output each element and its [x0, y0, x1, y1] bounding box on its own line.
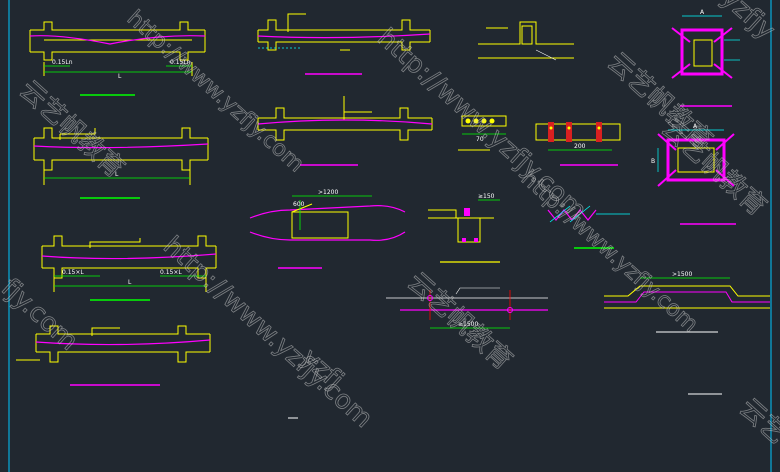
dim-0-15ln-b: 0.15Ln: [170, 59, 191, 66]
watermark-frag-2: fjy.com: [0, 273, 84, 357]
watermark-url-4: http://www.yzfjy.com: [516, 166, 703, 338]
beam-detail-5: [257, 13, 431, 75]
rebar-detail-15: ≥1500: [386, 287, 548, 329]
beam-detail-2: L: [33, 127, 209, 199]
dim-A-1: A: [700, 9, 705, 16]
drawing-frame: [8, 0, 772, 472]
slab-detail-16: >1500: [288, 271, 770, 419]
watermark-url-2: http://www.yzfjy.com: [157, 231, 378, 434]
beam-detail-1: 0.15Ln 0.15Ln L: [29, 21, 206, 96]
dim-L-3: L: [128, 279, 132, 286]
dim-1500-b: ≥1500: [458, 321, 478, 328]
column-detail-11: A: [671, 9, 740, 107]
dim-150: ≥150: [478, 193, 495, 200]
watermark-url-3: http://www.yzfjy.com: [122, 6, 309, 178]
section-detail-10: 200: [535, 122, 621, 166]
watermark-brand-3: 云艺帆教育: [401, 267, 518, 376]
dim-1200: >1200: [318, 189, 338, 196]
dim-B: B: [651, 158, 655, 165]
dim-1500-a: >1500: [672, 271, 692, 278]
beam-detail-4: [16, 325, 211, 386]
watermark-frag-3: 云艺: [733, 393, 780, 450]
slab-detail-13: ≥150: [428, 193, 500, 263]
beam-detail-6: [257, 96, 433, 166]
beam-detail-7: >1200 600: [249, 189, 406, 269]
dim-0-15xl-b: 0.15×L: [160, 269, 182, 276]
column-detail-12: A B: [651, 123, 736, 225]
dim-A-2: A: [693, 123, 698, 130]
rebar-detail-14: [547, 205, 630, 249]
dim-L-1: L: [118, 73, 122, 80]
beam-detail-3: 0.15×L 0.15×L L: [41, 235, 217, 301]
watermark-frag-1: yzfjy: [715, 0, 780, 46]
dim-70: 70: [476, 136, 484, 143]
section-detail-8: [478, 21, 574, 61]
rebar-section-9: 70: [458, 115, 507, 151]
dim-L-2: L: [115, 171, 119, 178]
dim-0-15ln-a: 0.15Ln: [52, 59, 73, 66]
watermarks: http://www.yzfjy.com http://www.yzfjy.co…: [0, 0, 780, 450]
watermark-brand-1: 云艺帆教育: [13, 75, 130, 184]
dim-0-15xl-a: 0.15×L: [62, 269, 84, 276]
dim-200: 200: [574, 143, 586, 150]
dim-600: 600: [293, 201, 305, 208]
